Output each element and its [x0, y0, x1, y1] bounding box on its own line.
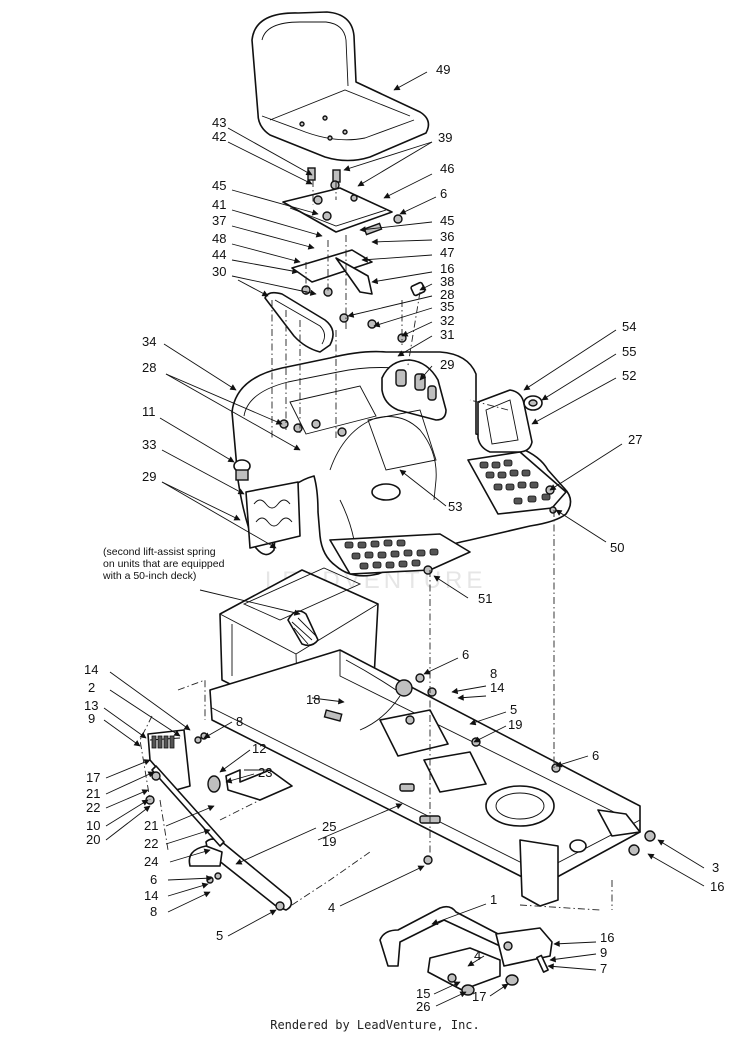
callout-12: 12: [252, 741, 266, 756]
callout-43: 43: [212, 115, 226, 130]
footpad-left-grips: [344, 539, 439, 570]
note-line: with a 50-inch deck): [102, 570, 196, 582]
callout-19-mid: 19: [322, 834, 336, 849]
callout-16-right: 16: [710, 879, 724, 894]
note: (second lift-assist spring on units that…: [102, 546, 225, 582]
footpad-right-grips: [479, 459, 551, 505]
note-line: on units that are equipped: [103, 558, 225, 570]
callout-6: 6: [440, 186, 447, 201]
callout-38: 38: [440, 274, 454, 289]
callout-21-mid: 21: [144, 818, 158, 833]
callout-37: 37: [212, 213, 226, 228]
callout-14-right: 14: [490, 680, 504, 695]
callout-53: 53: [448, 499, 462, 514]
callout-9: 9: [88, 711, 95, 726]
callout-16: 16: [440, 261, 454, 276]
callout-14-top: 14: [84, 662, 98, 677]
callout-19-right: 19: [508, 717, 522, 732]
throttle-plate: [477, 389, 543, 453]
callouts: 49 43 42 39 46 45 6 41 45 37 36 48 47 44…: [84, 62, 724, 1014]
callout-52: 52: [622, 368, 636, 383]
note-line: (second lift-assist spring: [103, 546, 216, 558]
callout-45-right: 45: [440, 213, 454, 228]
callout-1: 1: [490, 892, 497, 907]
callout-17-lower: 17: [472, 989, 486, 1004]
callout-6-right: 6: [592, 748, 599, 763]
callout-49: 49: [436, 62, 450, 77]
callout-6-lower: 6: [150, 872, 157, 887]
footer-credit: Rendered by LeadVenture, Inc.: [270, 1018, 480, 1032]
callout-28: 28: [440, 287, 454, 302]
callout-9-lower: 9: [600, 945, 607, 960]
callout-39: 39: [438, 130, 452, 145]
callout-13: 13: [84, 698, 98, 713]
callout-20: 20: [86, 832, 100, 847]
front-bracket: [379, 905, 553, 996]
callout-31: 31: [440, 327, 454, 342]
lift-link: [188, 838, 293, 911]
seat-bracket: [264, 291, 334, 353]
callout-51: 51: [478, 591, 492, 606]
callout-46: 46: [440, 161, 454, 176]
callout-44: 44: [212, 247, 226, 262]
callout-48: 48: [212, 231, 226, 246]
callout-34: 34: [142, 334, 156, 349]
lift-rod: [151, 765, 225, 847]
callout-8-top: 8: [490, 666, 497, 681]
callout-18: 18: [306, 692, 320, 707]
callout-14-lower: 14: [144, 888, 158, 903]
callout-25: 25: [322, 819, 336, 834]
callout-8-left: 8: [236, 714, 243, 729]
callout-22-mid: 22: [144, 836, 158, 851]
callout-36: 36: [440, 229, 454, 244]
callout-4-mid: 4: [328, 900, 335, 915]
callout-50: 50: [610, 540, 624, 555]
callout-21-left: 21: [86, 786, 100, 801]
callout-6-mid: 6: [462, 647, 469, 662]
callout-24: 24: [144, 854, 158, 869]
fender-body: [231, 350, 572, 577]
callout-45: 45: [212, 178, 226, 193]
leaders: [103, 71, 705, 1007]
seat-pan: [282, 167, 393, 236]
callout-11: 11: [142, 404, 156, 419]
slide-rail: [291, 249, 426, 297]
callout-26: 26: [416, 999, 430, 1014]
callout-16-lower: 16: [600, 930, 614, 945]
callout-33: 33: [142, 437, 156, 452]
callout-30: 30: [212, 264, 226, 279]
callout-42: 42: [212, 129, 226, 144]
callout-29: 29: [440, 357, 454, 372]
lift-assist-rod: [207, 769, 293, 801]
seat: [251, 11, 430, 162]
callout-8-lower: 8: [150, 904, 157, 919]
callout-47: 47: [440, 245, 454, 260]
alignment-lines: [139, 180, 613, 911]
lever-spring-coils: [151, 735, 175, 749]
callout-54: 54: [622, 319, 636, 334]
frame-tower: [209, 567, 641, 907]
callout-5-right: 5: [510, 702, 517, 717]
callout-3: 3: [712, 860, 719, 875]
callout-32: 32: [440, 313, 454, 328]
callout-17-left: 17: [86, 770, 100, 785]
callout-35: 35: [440, 299, 454, 314]
callout-29-left: 29: [142, 469, 156, 484]
callout-23: 23: [258, 765, 272, 780]
callout-10: 10: [86, 818, 100, 833]
callout-27: 27: [628, 432, 642, 447]
callout-5-lower: 5: [216, 928, 223, 943]
callout-22-left: 22: [86, 800, 100, 815]
callout-4-lower: 4: [474, 948, 481, 963]
callout-55: 55: [622, 344, 636, 359]
callout-41: 41: [212, 197, 226, 212]
callout-15: 15: [416, 986, 430, 1001]
callout-2: 2: [88, 680, 95, 695]
callout-28-left: 28: [142, 360, 156, 375]
callout-7: 7: [600, 961, 607, 976]
